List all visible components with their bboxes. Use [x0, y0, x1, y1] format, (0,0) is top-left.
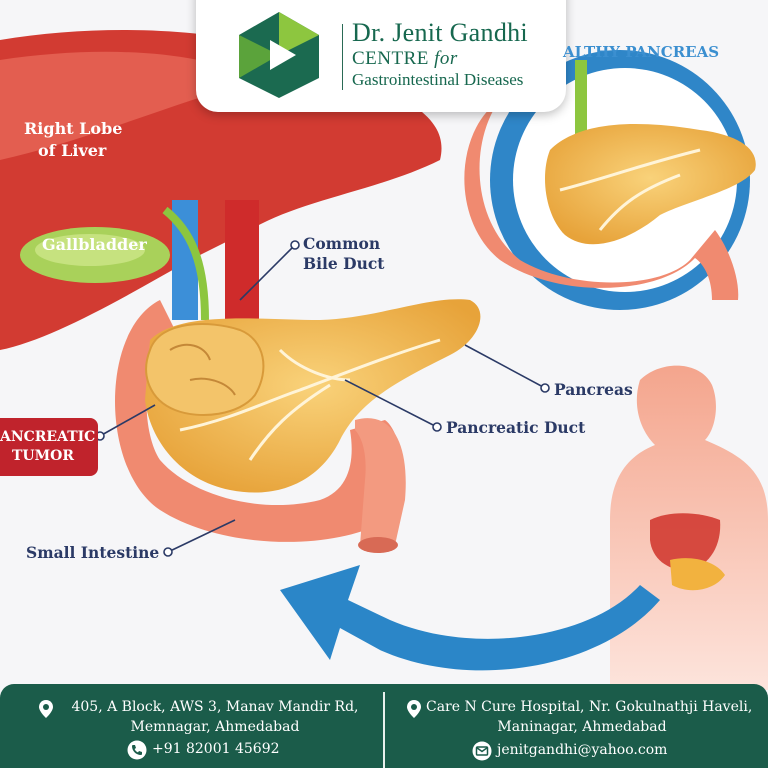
artery	[225, 200, 259, 340]
footer-divider	[383, 692, 385, 768]
label-right-lobe: Right Lobe of Liver	[24, 119, 123, 160]
mail-icon	[472, 741, 492, 761]
logo-text: Dr. Jenit Gandhi CENTRE for Gastrointest…	[352, 18, 528, 89]
label-healthy-pancreas: ALTHY PANCREAS	[563, 43, 720, 61]
brand-specialty: Gastrointestinal Diseases	[352, 69, 524, 89]
phone-icon	[127, 740, 147, 760]
location-pin-icon	[39, 700, 53, 718]
phone-number[interactable]: +91 82001 45692	[152, 741, 280, 757]
tumor-shape	[145, 323, 265, 416]
liver-highlight	[0, 51, 260, 160]
label-pancreatic-tumor: ANCREATIC TUMOR	[0, 429, 96, 464]
location-pin-icon	[407, 700, 421, 718]
cycle-arrow	[280, 565, 660, 671]
healthy-pancreas-shape	[545, 124, 756, 245]
left-address: 405, A Block, AWS 3, Manav Mandir Rd, Me…	[71, 699, 359, 735]
label-common-bile-duct: Common Bile Duct	[303, 234, 385, 274]
brand-name: Dr. Jenit Gandhi	[352, 18, 528, 47]
right-address: Care N Cure Hospital, Nr. Gokulnathji Ha…	[426, 699, 753, 735]
label-pancreas: Pancreas	[554, 380, 633, 399]
tumor-label-box	[0, 418, 98, 476]
label-small-intestine: Small Intestine	[26, 543, 160, 562]
email-address[interactable]: jenitgandhi@yahoo.com	[497, 742, 668, 758]
logo-card: Dr. Jenit Gandhi CENTRE for Gastrointest…	[196, 0, 566, 112]
label-pancreatic-duct: Pancreatic Duct	[446, 418, 586, 437]
label-gallbladder: Gallbladder	[42, 235, 147, 254]
bile-duct	[162, 206, 209, 321]
brand-subtitle: CENTRE for	[352, 47, 458, 69]
logo-mark-icon	[239, 12, 319, 98]
logo-divider	[342, 24, 343, 90]
pancreatic-duct-lines	[179, 338, 441, 461]
